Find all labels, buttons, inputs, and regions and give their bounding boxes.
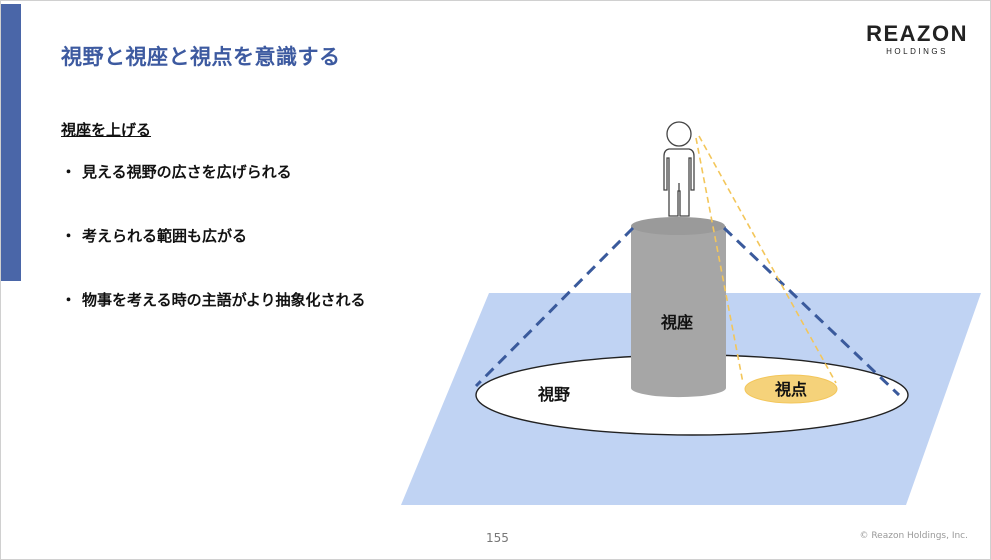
field-label: 視野 [537,385,570,404]
bullet-text: 物事を考える時の主語がより抽象化される [82,291,366,309]
logo-main-text: REAZON [866,21,968,46]
pillar-label: 視座 [660,313,693,332]
person-icon [663,121,695,217]
focus-line-right [698,135,837,384]
perspective-diagram: 視座 視野 視点 [401,121,981,505]
bullet-marker: ・ [61,291,77,309]
view-line-left [474,226,635,388]
focus-point-ellipse [744,374,838,404]
bullet-text: 見える視野の広さを広げられる [82,163,292,181]
bullet-marker: ・ [61,227,77,245]
slide-title: 視野と視座と視点を意識する [61,45,341,69]
bullet-list: ・見える視野の広さを広げられる ・考えられる範囲も広がる ・物事を考える時の主語… [61,161,366,353]
company-logo: REAZON HOLDINGS [866,23,968,56]
accent-bar [1,4,21,281]
focus-label: 視点 [774,380,807,399]
copyright-notice: © Reazon Holdings, Inc. [859,531,968,541]
viewpoint-pillar [631,217,726,398]
subheading: 視座を上げる [61,121,152,139]
bullet-item: ・考えられる範囲も広がる [61,225,366,289]
focus-line-left [695,137,744,384]
view-line-right [722,226,901,397]
logo-sub-text: HOLDINGS [886,47,948,56]
bullet-item: ・物事を考える時の主語がより抽象化される [61,289,366,353]
page-number: 155 [486,531,509,545]
bullet-marker: ・ [61,163,77,181]
bullet-item: ・見える視野の広さを広げられる [61,161,366,225]
bullet-text: 考えられる範囲も広がる [82,227,248,245]
